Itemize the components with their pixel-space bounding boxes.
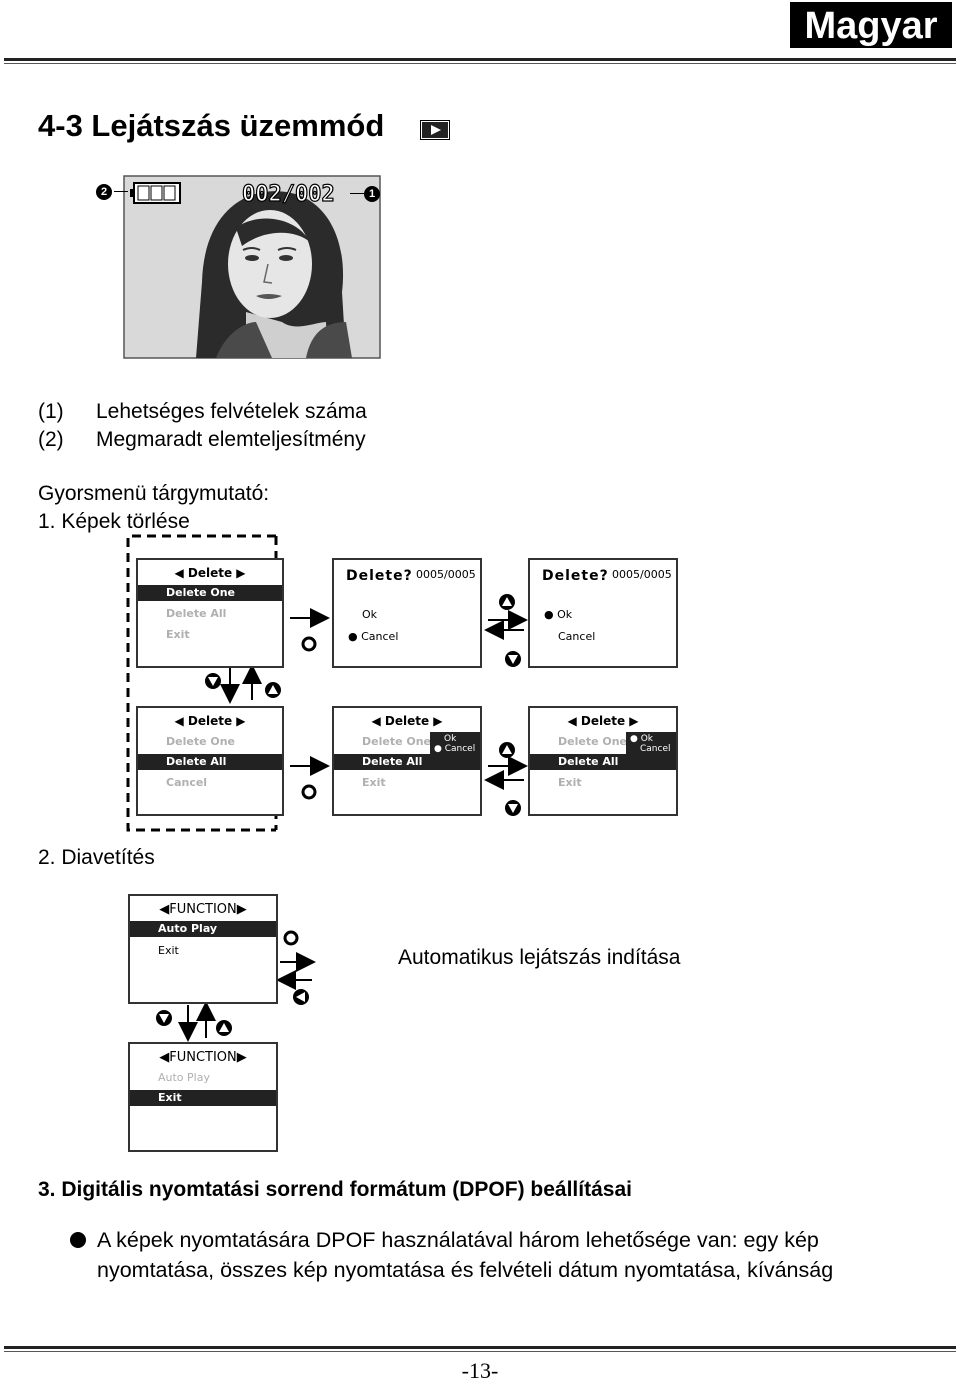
- function-menu-screen-1: ◀FUNCTION▶ Auto Play Exit: [128, 894, 278, 1004]
- ok-button-icon: [301, 636, 317, 652]
- delete-menu-screen-1: ◀ Delete ▶ Delete One Delete All Exit: [136, 558, 284, 668]
- menu-item-exit[interactable]: Exit: [166, 628, 190, 641]
- camera-screen: 002/002 2 1: [96, 172, 384, 362]
- up-button-icon: [268, 685, 278, 694]
- down-button-icon: [508, 804, 518, 813]
- confirm-popup: ● Ok Cancel: [626, 732, 676, 758]
- ok-button-icon: [283, 930, 299, 946]
- function-menu-screen-2: ◀FUNCTION▶ Auto Play Exit: [128, 1042, 278, 1152]
- delete-dialog-screen-2: Delete? 0005/0005 ● Ok Cancel: [528, 558, 678, 668]
- menu-header: ◀ Delete ▶: [371, 714, 443, 728]
- popup-cancel-selected[interactable]: ● Cancel: [434, 744, 476, 754]
- language-badge: Magyar: [790, 2, 952, 48]
- ok-button-icon: [301, 784, 317, 800]
- menu-item-delete-one[interactable]: Delete One: [138, 585, 282, 601]
- menu-item-delete-all[interactable]: Delete All: [166, 607, 227, 620]
- menu-item-delete-all[interactable]: Delete All: [138, 754, 282, 770]
- menu-item-exit[interactable]: Exit: [558, 776, 582, 789]
- callout-1-leader: [350, 193, 364, 194]
- bottom-rule-thin: [4, 1351, 956, 1352]
- dialog-title: Delete?: [542, 568, 609, 584]
- dialog-title: Delete?: [346, 568, 413, 584]
- down-button-icon: [159, 1014, 169, 1023]
- playback-mode-icon: [420, 120, 450, 140]
- menu-item-delete-one[interactable]: Delete One: [558, 735, 628, 748]
- section-1-title: 1. Képek törlése: [38, 510, 190, 533]
- delete-menu-screen-3: ◀ Delete ▶ Delete One Delete All Exit Ok…: [332, 706, 482, 816]
- bullet-icon: [70, 1232, 86, 1248]
- dialog-count: 0005/0005: [416, 568, 476, 581]
- bottom-rule: [4, 1346, 956, 1349]
- down-button-icon: [208, 677, 218, 686]
- slideshow-note: Automatikus lejátszás indítása: [398, 946, 681, 969]
- menu-item-exit[interactable]: Exit: [362, 776, 386, 789]
- menu-item-delete-all[interactable]: Delete All: [334, 754, 480, 770]
- popup-ok[interactable]: Ok: [444, 734, 457, 744]
- bullet-line-1: A képek nyomtatására DPOF használatával …: [97, 1228, 819, 1252]
- menu-item-auto-play[interactable]: Auto Play: [158, 1071, 210, 1084]
- top-rule: [4, 58, 956, 61]
- menu-header: ◀ Delete ▶: [567, 714, 639, 728]
- menu-header: ◀ Delete ▶: [174, 566, 246, 580]
- option-ok[interactable]: Ok: [362, 608, 378, 621]
- option-cancel-selected[interactable]: ● Cancel: [348, 630, 399, 643]
- callout-2: 2: [96, 184, 112, 200]
- up-button-icon: [502, 597, 512, 606]
- legend-num: (2): [38, 428, 64, 451]
- menu-item-exit[interactable]: Exit: [130, 1090, 276, 1106]
- menu-item-exit[interactable]: Exit: [158, 944, 179, 957]
- confirm-popup: Ok ● Cancel: [430, 732, 480, 758]
- menu-item-cancel[interactable]: Cancel: [166, 776, 208, 789]
- legend-item-2: (2) Megmaradt elemteljesítmény: [38, 428, 366, 452]
- page-number: -13-: [461, 1358, 499, 1383]
- legend-text: Megmaradt elemteljesítmény: [96, 428, 366, 451]
- callout-1: 1: [364, 186, 380, 202]
- portrait-illustration: [123, 175, 381, 359]
- down-button-icon: [508, 655, 518, 664]
- page-title: 4-3 Lejátszás üzemmód: [38, 108, 385, 143]
- up-button-icon: [502, 745, 512, 754]
- menu-item-delete-one[interactable]: Delete One: [166, 735, 236, 748]
- popup-cancel[interactable]: Cancel: [640, 744, 671, 754]
- battery-icon: [130, 182, 181, 204]
- legend-text: Lehetséges felvételek száma: [96, 400, 367, 423]
- section-2-title: 2. Diavetítés: [38, 846, 155, 869]
- menu-item-delete-all[interactable]: Delete All: [530, 754, 676, 770]
- bullet-line-2: nyomtatása, összes kép nyomtatása és fel…: [97, 1258, 834, 1282]
- legend-num: (1): [38, 400, 64, 423]
- top-rule-thin: [4, 63, 956, 64]
- delete-menu-screen-2: ◀ Delete ▶ Delete One Delete All Cancel: [136, 706, 284, 816]
- menu-item-delete-one[interactable]: Delete One: [362, 735, 432, 748]
- legend-item-1: (1) Lehetséges felvételek száma: [38, 400, 367, 424]
- quick-menu-heading: Gyorsmenü tárgymutató:: [38, 482, 270, 505]
- menu-header: ◀FUNCTION▶: [159, 902, 247, 917]
- delete-menu-screen-4: ◀ Delete ▶ Delete One Delete All Exit ● …: [528, 706, 678, 816]
- menu-item-auto-play[interactable]: Auto Play: [130, 921, 276, 937]
- menu-header: ◀FUNCTION▶: [159, 1050, 247, 1065]
- dialog-count: 0005/0005: [612, 568, 672, 581]
- option-cancel[interactable]: Cancel: [558, 630, 596, 643]
- option-ok-selected[interactable]: ● Ok: [544, 608, 573, 621]
- menu-header: ◀ Delete ▶: [174, 714, 246, 728]
- image-counter: 002/002: [241, 181, 335, 207]
- dashed-frame: [126, 534, 276, 832]
- left-button-icon: [296, 992, 305, 1002]
- section-3-title: 3. Digitális nyomtatási sorrend formátum…: [38, 1178, 632, 1201]
- up-button-icon: [219, 1023, 229, 1032]
- delete-dialog-screen-1: Delete? 0005/0005 Ok ● Cancel: [332, 558, 482, 668]
- callout-2-leader: [114, 191, 128, 192]
- popup-ok-selected[interactable]: ● Ok: [630, 734, 654, 744]
